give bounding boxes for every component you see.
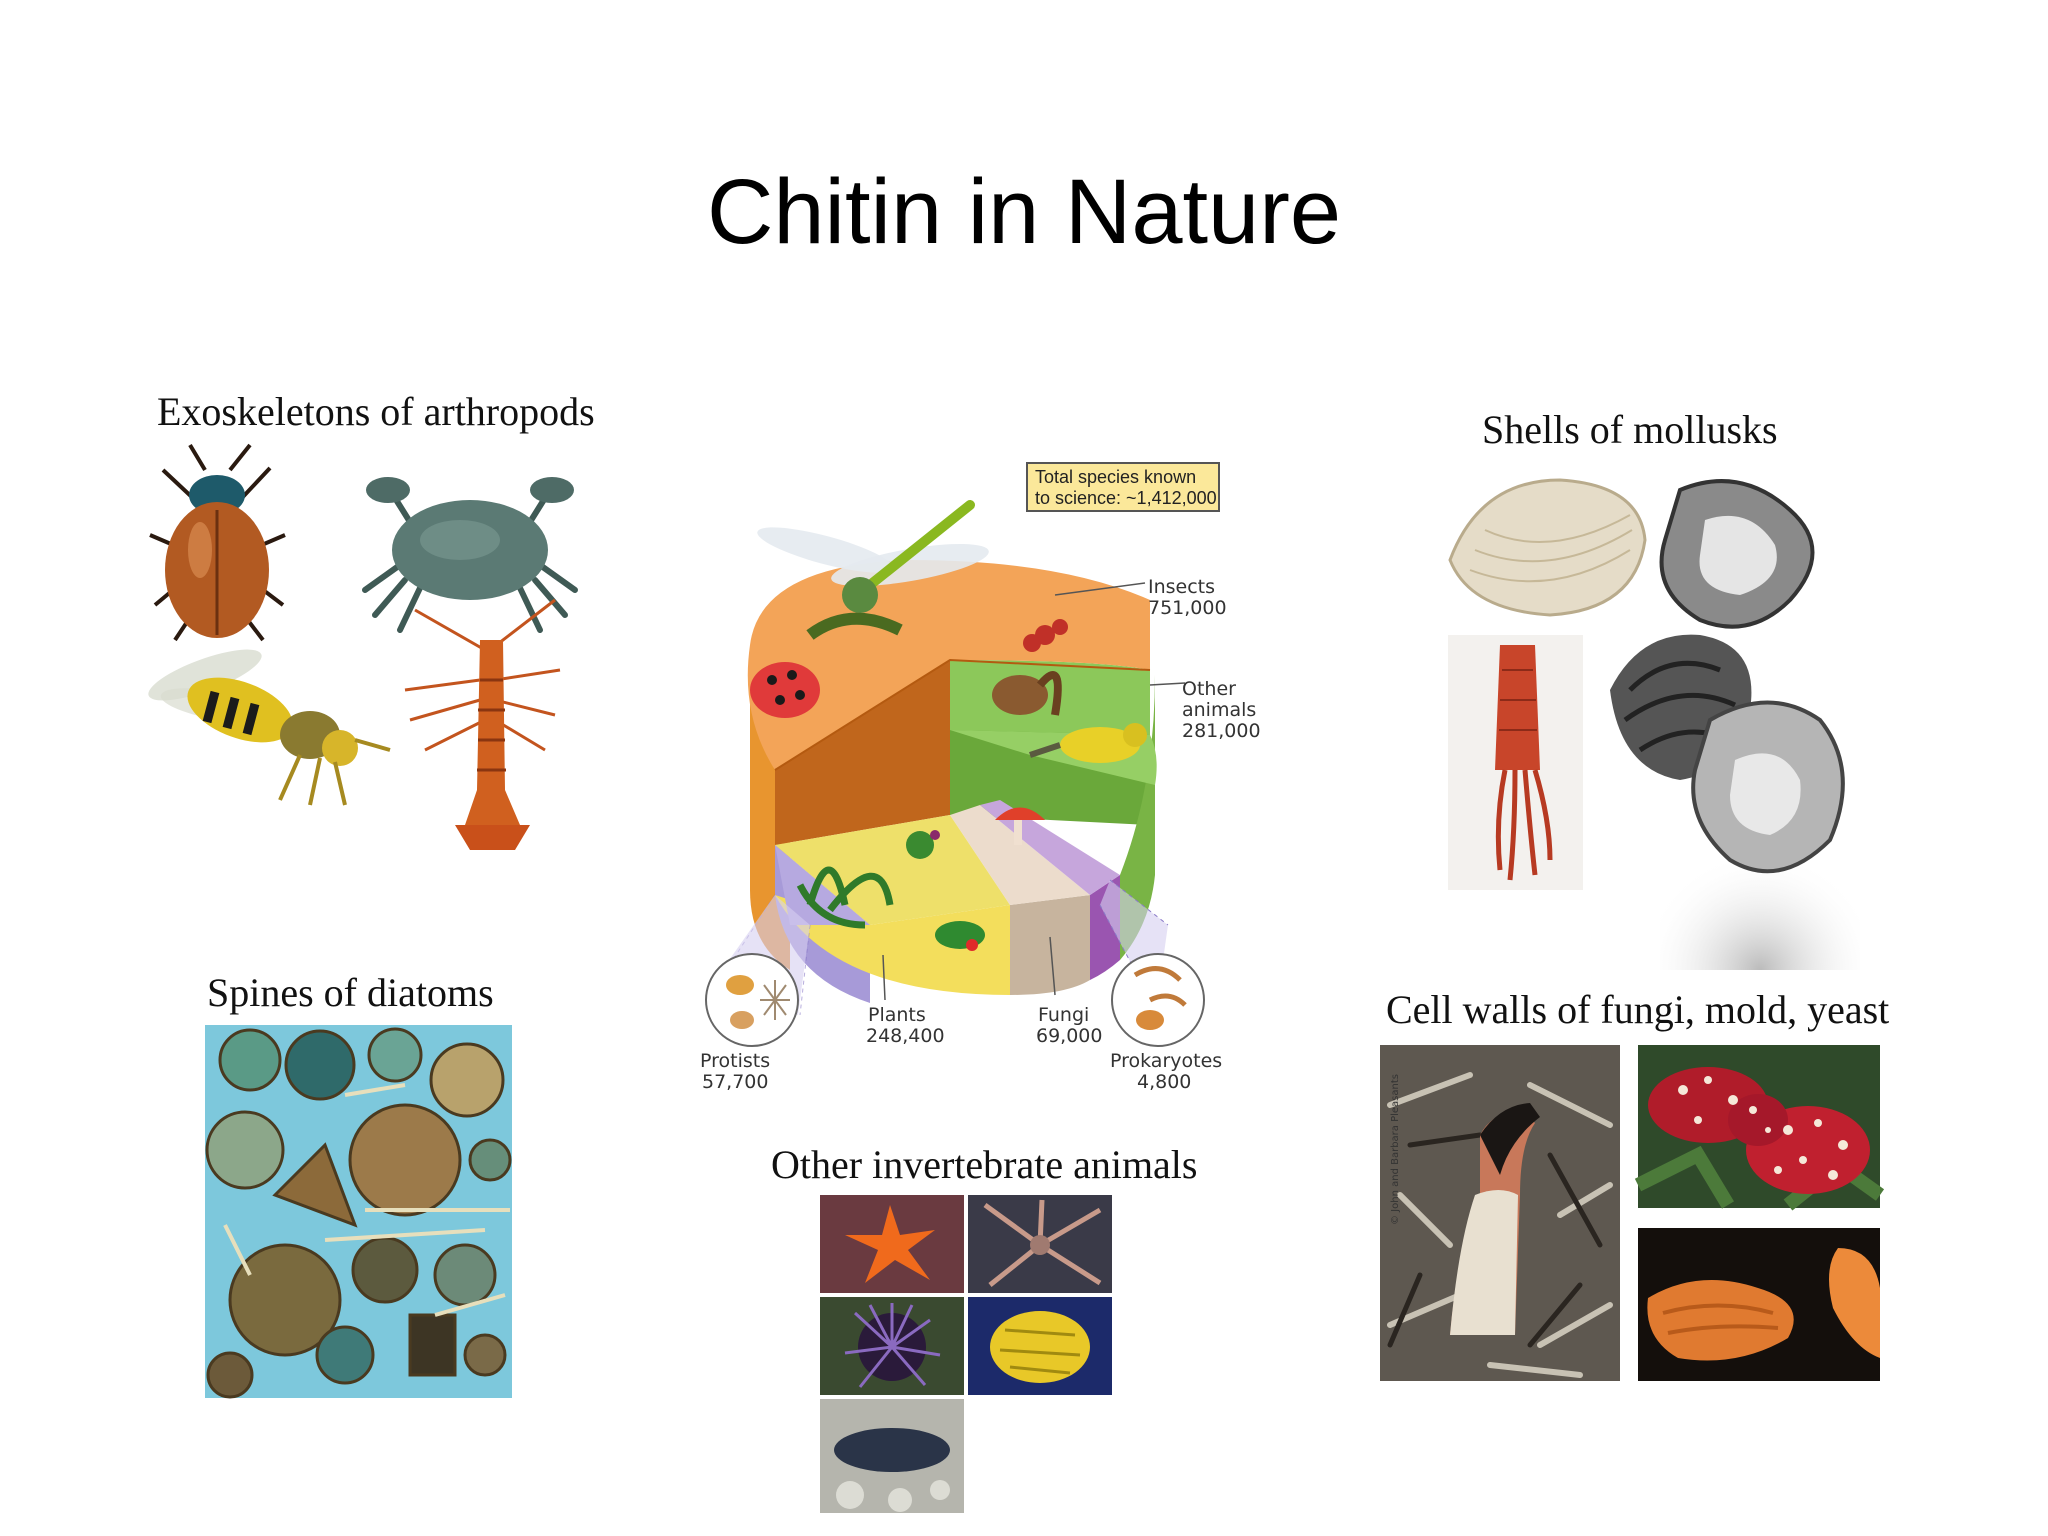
label-fungi-value: 69,000: [1036, 1025, 1102, 1047]
prokaryotes-inset: [1099, 879, 1205, 1047]
centipede-illustration: [806, 612, 903, 640]
pie-floor-other: [950, 660, 1150, 735]
label-plants-name: Plants: [868, 1004, 926, 1026]
squid-image: [1448, 635, 1583, 890]
photo-credit: © John and Barbara Pleasants: [1390, 1074, 1401, 1225]
dragonfly-illustration: [757, 500, 989, 613]
callout-line-2: to science: ~1,412,000: [1035, 488, 1217, 508]
protists-inset: [705, 894, 811, 1047]
lobster-image: [404, 598, 561, 850]
plants-illustration: [796, 830, 985, 951]
label-insects-name: Insects: [1148, 576, 1215, 598]
label-protists-name: Protists: [700, 1050, 770, 1072]
pie-top-insects: [747, 560, 1150, 770]
sea-cucumber-photo: [820, 1399, 964, 1513]
arthropods-illustration: [148, 443, 578, 850]
clam-shell-image: [1448, 478, 1647, 617]
chipmunk-illustration: [992, 671, 1062, 716]
wasp-image: [148, 649, 391, 806]
bird-illustration: [1029, 723, 1147, 763]
ant-illustration: [1023, 619, 1068, 652]
feather-star-photo: [968, 1297, 1112, 1395]
fly-agaric-photo: [1634, 1045, 1885, 1211]
diatoms-photo: [205, 1025, 512, 1399]
pie-wall-other: [1120, 675, 1155, 960]
total-species-callout: Total species known to science: ~1,412,0…: [1026, 462, 1220, 512]
label-fungi-name: Fungi: [1038, 1004, 1089, 1026]
ladybug-illustration: [750, 662, 820, 718]
caption-fungi: Cell walls of fungi, mold, yeast: [1386, 987, 1890, 1032]
invertebrates-photo-grid: [820, 1195, 1112, 1513]
species-pie-chart: Total species known to science: ~1,412,0…: [700, 462, 1261, 1093]
bracket-fungus-photo: [1638, 1228, 1880, 1381]
label-plants-value: 248,400: [866, 1025, 945, 1047]
pie-floor-plants: [775, 815, 1010, 925]
mollusks-illustration: [1448, 478, 1860, 970]
caption-diatoms: Spines of diatoms: [207, 970, 494, 1015]
caption-invertebrates: Other invertebrate animals: [771, 1142, 1198, 1187]
beetle-image: [149, 443, 286, 642]
label-insects-value: 751,000: [1148, 597, 1227, 619]
label-other-value: 281,000: [1182, 720, 1261, 742]
crab-image: [362, 477, 578, 633]
oyster-shell-open-image: [1691, 700, 1845, 874]
slide-title: Chitin in Nature: [706, 161, 1342, 263]
callout-line-1: Total species known: [1035, 467, 1196, 487]
pie-side-back: [775, 660, 950, 845]
label-prokaryotes-name: Prokaryotes: [1110, 1050, 1222, 1072]
sea-urchin-photo: [820, 1297, 964, 1395]
pie-floor-fungi: [950, 805, 1090, 905]
label-other-name: Other: [1182, 678, 1236, 700]
label-protists-value: 57,700: [702, 1071, 768, 1093]
mushroom-illustration: [995, 807, 1045, 845]
starfish-photo: [820, 1195, 964, 1293]
oyster-shell-image: [1659, 479, 1815, 629]
label-prokaryotes-value: 4,800: [1137, 1071, 1191, 1093]
caption-mollusks: Shells of mollusks: [1482, 407, 1778, 452]
brittle-star-photo: [968, 1195, 1112, 1293]
caption-arthropods: Exoskeletons of arthropods: [157, 389, 595, 434]
label-other-name-2: animals: [1182, 699, 1256, 721]
stinkhorn-photo: © John and Barbara Pleasants: [1380, 1045, 1620, 1381]
pie-floor-protists: [775, 845, 870, 925]
